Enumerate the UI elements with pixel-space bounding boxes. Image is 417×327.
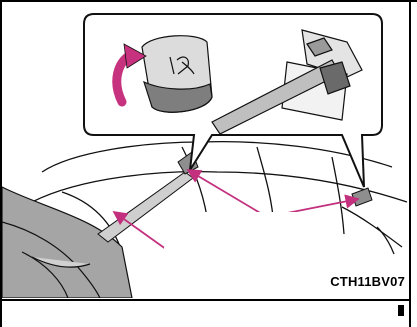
figure-code: CTH11BV07 xyxy=(330,274,405,289)
seat-belt-illustration xyxy=(2,2,409,298)
tether-strap xyxy=(98,172,193,242)
redacted-labels xyxy=(164,212,327,269)
bottom-rule xyxy=(0,299,411,301)
anchor-bracket-right xyxy=(352,188,372,206)
continue-marker-icon xyxy=(398,305,404,316)
cover-inset xyxy=(142,36,212,113)
child-seat xyxy=(2,187,132,298)
